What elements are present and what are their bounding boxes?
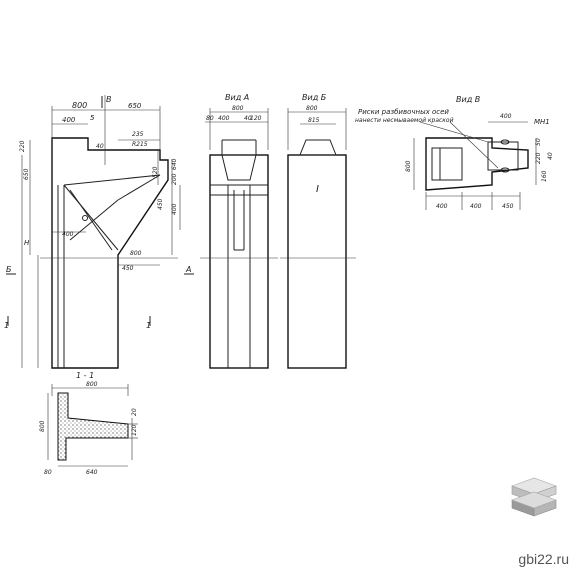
dim-650-top: 650 (128, 102, 142, 110)
dim-r215: R215 (132, 141, 148, 148)
view-a-dim-80: 80 (206, 115, 214, 122)
view-v-dim-40: 40 (547, 152, 554, 160)
section-mark-right: 1 (146, 321, 151, 330)
axis-note-line2: нанести несмываемой краской (355, 117, 454, 124)
axis-note-line1: Риски разбивочных осей (358, 108, 449, 116)
section-dim-800-left: 800 (39, 420, 46, 432)
dim-800-top: 800 (72, 101, 87, 110)
section-dim-80: 80 (44, 469, 52, 476)
dim-640: 640 (171, 158, 178, 170)
site-logo-text: gbi22.ru (518, 551, 569, 567)
view-b-dim-815: 815 (308, 117, 320, 124)
dim-200: 200 (171, 173, 178, 185)
section-dim-640: 640 (86, 469, 98, 476)
view-a-dim-40: 40 (244, 115, 252, 122)
section-title: 1 - 1 (76, 371, 94, 380)
view-b (280, 108, 356, 369)
view-b-title: Вид Б (302, 93, 327, 102)
view-v (413, 121, 537, 210)
dim-235: 235 (132, 131, 144, 138)
dim-520: 520 (152, 166, 159, 178)
view-a-dim-120: 120 (250, 115, 262, 122)
view-v-dim-400-top: 400 (500, 113, 512, 120)
dim-400: 400 (62, 116, 76, 124)
view-a-dim-800: 800 (232, 105, 244, 112)
dim-800-mid: 800 (130, 250, 142, 257)
view-v-dim-160: 160 (541, 170, 548, 182)
dim-220: 220 (19, 140, 26, 152)
view-a-title: Вид А (225, 93, 249, 102)
section-dim-20: 20 (131, 408, 138, 416)
section-dim-120: 120 (131, 424, 138, 436)
view-a (200, 108, 278, 369)
view-v-arrow-label: В (106, 95, 112, 104)
view-v-dim-400-b: 400 (470, 203, 482, 210)
section-1-1 (47, 384, 138, 467)
dim-40: 40 (96, 143, 104, 150)
view-v-dim-800: 800 (405, 160, 412, 172)
view-v-dim-50: 50 (535, 138, 542, 146)
view-b-mark: I (316, 184, 319, 195)
view-v-dim-400-a: 400 (436, 203, 448, 210)
cut-a-label: А (185, 265, 191, 274)
view-v-title: Вид В (456, 95, 480, 104)
logo-icon (511, 477, 557, 517)
column-outline (51, 137, 169, 369)
section-mark-left: 1 (4, 321, 9, 330)
view-v-mn1: МН1 (534, 118, 550, 126)
main-view (6, 95, 194, 369)
dim-5: 5 (90, 114, 95, 122)
view-a-dim-400: 400 (218, 115, 230, 122)
dim-650-left: 650 (23, 168, 30, 180)
section-dim-800-top: 800 (86, 381, 98, 388)
dim-450-right: 450 (157, 198, 164, 210)
dim-h: H (24, 239, 30, 247)
cut-b-label: Б (6, 265, 12, 274)
dim-450-bottom: 450 (122, 265, 134, 272)
view-v-dim-220: 220 (535, 152, 542, 164)
dim-400-mid: 400 (62, 231, 74, 238)
view-v-dim-450: 450 (502, 203, 514, 210)
dim-400-right: 400 (171, 203, 178, 215)
view-b-dim-800: 800 (306, 105, 318, 112)
